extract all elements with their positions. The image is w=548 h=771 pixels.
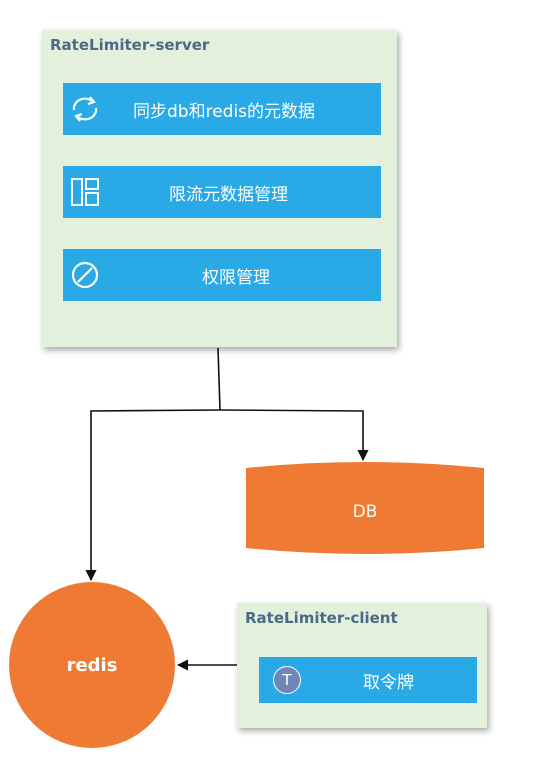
db-cylinder <box>246 462 484 554</box>
get-token-label: 取令牌 <box>363 672 414 693</box>
ratelimit-metadata-label: 限流元数据管理 <box>169 184 288 205</box>
redis-node <box>9 582 175 748</box>
permission-label: 权限管理 <box>202 267 270 288</box>
sync-metadata-item: 同步db和redis的元数据 <box>63 83 381 135</box>
sync-icon <box>67 93 103 125</box>
server-to-junction-line <box>217 347 221 411</box>
junction-to-db-arrow <box>219 409 369 462</box>
server-panel-title: RateLimiter-server <box>50 36 210 54</box>
ratelimit-metadata-item: 限流元数据管理 <box>63 166 381 218</box>
prohibit-icon <box>69 259 101 291</box>
db-label: DB <box>352 502 378 522</box>
server-panel: RateLimiter-server 同步db和redis的元数据 限流元数据管… <box>42 30 397 347</box>
junction-to-redis-arrow <box>85 409 221 582</box>
permission-item: 权限管理 <box>63 249 381 301</box>
grid-layout-icon <box>69 176 101 208</box>
client-panel-title: RateLimiter-client <box>245 609 398 627</box>
sync-metadata-label: 同步db和redis的元数据 <box>133 101 316 122</box>
redis-label: redis <box>66 654 118 676</box>
get-token-item: T 取令牌 <box>259 657 477 703</box>
client-panel: RateLimiter-client T 取令牌 <box>237 603 487 728</box>
token-t-icon: T <box>273 666 301 694</box>
